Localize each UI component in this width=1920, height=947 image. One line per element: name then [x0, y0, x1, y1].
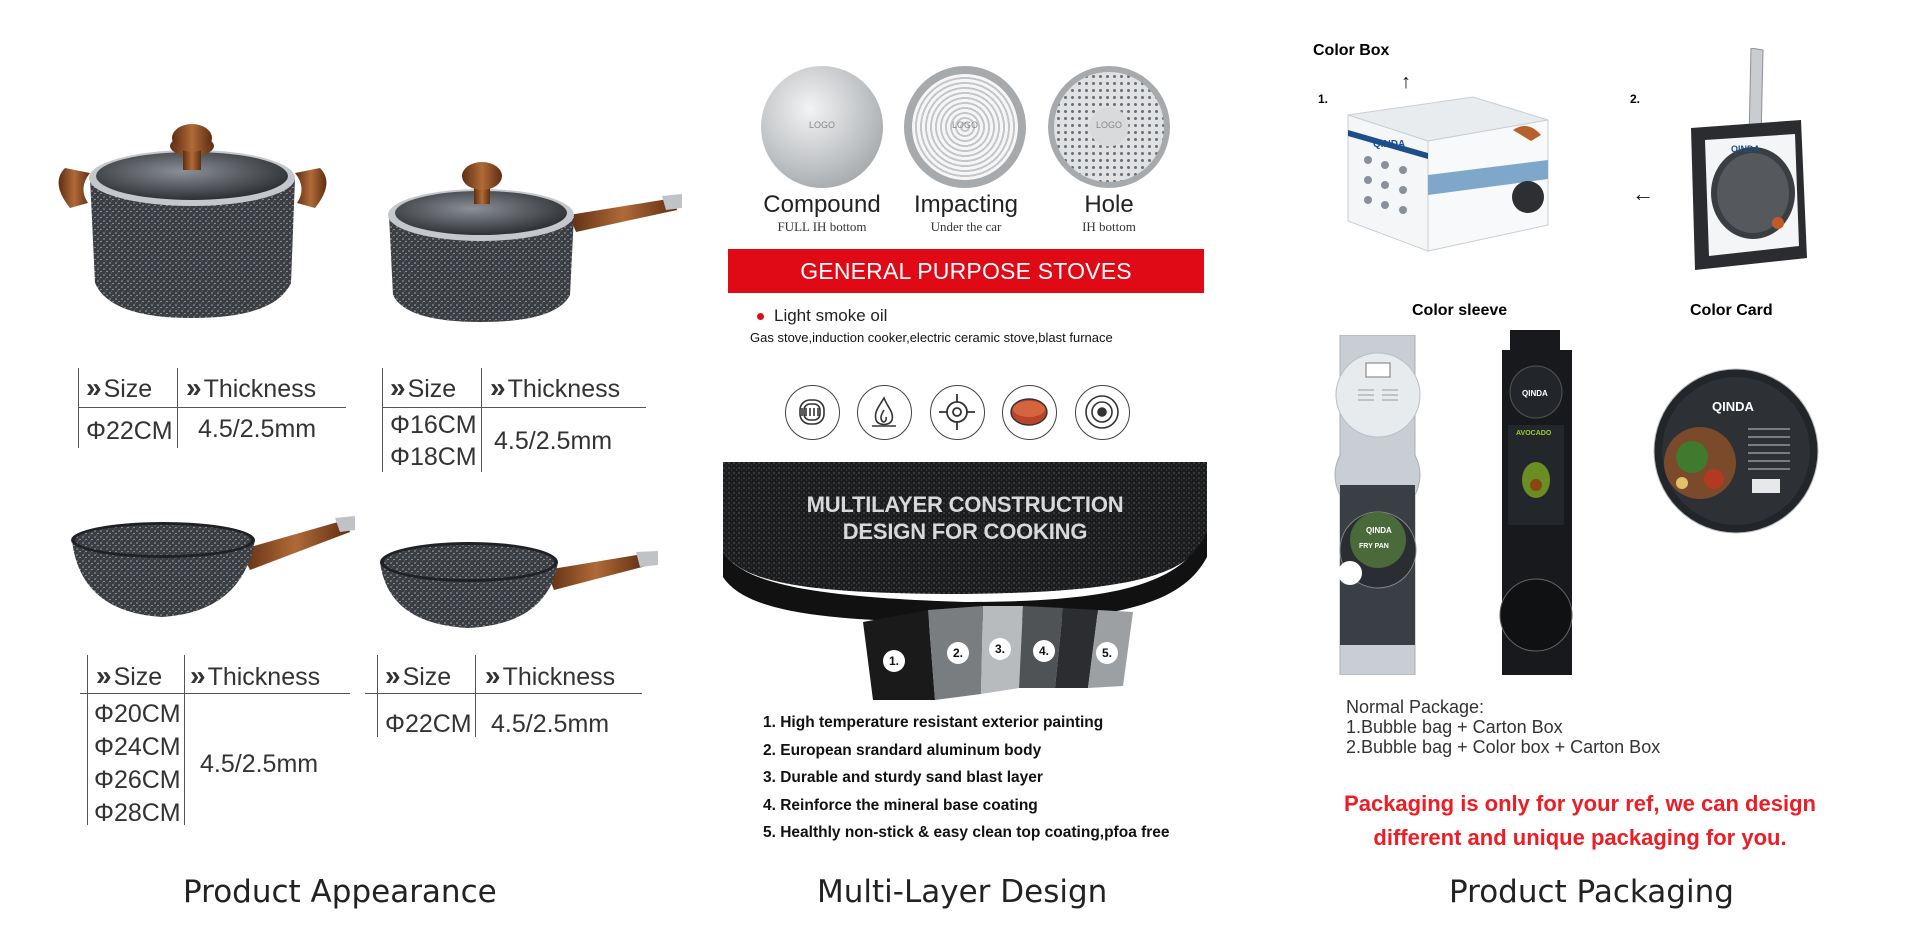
thickness-header: Thickness: [203, 375, 317, 403]
hole-subtitle: IH bottom: [1082, 219, 1136, 234]
hole-title: Hole: [1084, 191, 1134, 218]
svg-text:QINDA: QINDA: [1366, 526, 1392, 535]
compound-bottom-image: LOGO: [761, 66, 883, 188]
size-header: Size: [113, 663, 163, 691]
marker-2: 2.: [1630, 92, 1641, 106]
packaging-note: Packaging is only for your ref, we can d…: [1344, 791, 1816, 850]
coil-stove-icon: [785, 385, 840, 440]
thickness-header: Thickness: [207, 663, 321, 691]
construction-title-line-2: DESIGN FOR COOKING: [842, 519, 1088, 544]
logo-text: LOGO: [809, 120, 836, 130]
thickness-header: Thickness: [507, 375, 621, 403]
logo-text: LOGO: [952, 120, 979, 130]
color-box-label: Color Box: [1313, 42, 1390, 59]
feature-item: 5. Healthly non-stick & easy clean top c…: [763, 824, 1170, 841]
color-card-image: QINDA: [1652, 367, 1820, 540]
compound-title: Compound: [763, 191, 881, 218]
color-box-image: QINDA: [1343, 75, 1553, 260]
oil-note: Light smoke oil: [757, 306, 887, 326]
color-sleeve-avocado-image: QINDA AVOCADO: [1490, 330, 1582, 680]
svg-text:AVOCADO: AVOCADO: [1516, 430, 1552, 437]
thickness-value: 4.5/2.5mm: [200, 750, 319, 778]
size-value: Φ18CM: [390, 443, 477, 471]
construction-title-line-1: MULTILAYER CONSTRUCTION: [806, 492, 1124, 517]
size-header: Size: [407, 375, 457, 403]
product-packaging-caption: Product Packaging: [1449, 874, 1734, 910]
multi-layer-caption: Multi-Layer Design: [817, 874, 1108, 910]
thickness-value: 4.5/2.5mm: [491, 710, 610, 738]
package-option: 1.Bubble bag + Carton Box: [1346, 717, 1563, 737]
impacting-subtitle: Under the car: [930, 219, 1002, 234]
size-header: Size: [103, 375, 153, 403]
stove-types-text: Gas stove,induction cooker,electric cera…: [750, 330, 1113, 345]
size-value: Φ22CM: [86, 417, 173, 445]
hole-bottom-image: LOGO: [1048, 66, 1170, 188]
frying-pan-image: [378, 532, 663, 632]
size-value: Φ16CM: [390, 411, 477, 439]
layer-number: 3.: [989, 638, 1011, 660]
saucepan-image: [384, 160, 684, 330]
arrow-left-icon: ←: [1632, 181, 1654, 206]
size-value: Φ20CM: [94, 700, 181, 728]
thickness-header: Thickness: [502, 663, 616, 691]
gas-flame-icon: [857, 385, 912, 440]
feature-item: 3. Durable and sturdy sand blast layer: [763, 769, 1043, 786]
multilayer-construction-image: MULTILAYER CONSTRUCTION DESIGN FOR COOKI…: [723, 462, 1207, 700]
size-value: Φ28CM: [94, 799, 181, 827]
red-dot-icon: [757, 313, 764, 321]
size-value: Φ24CM: [94, 733, 181, 761]
ceramic-hob-icon: [1002, 385, 1057, 440]
arrow-up-icon: ↑: [1401, 71, 1411, 93]
stockpot-image: [55, 118, 330, 328]
color-sleeve-grey-image: QINDA FRY PAN: [1330, 334, 1425, 680]
induction-icon: [1075, 385, 1130, 440]
thickness-value: 4.5/2.5mm: [494, 427, 613, 455]
layer-number: 1.: [883, 650, 905, 672]
general-purpose-banner: GENERAL PURPOSE STOVES: [728, 249, 1204, 293]
size-value: Φ26CM: [94, 766, 181, 794]
svg-text:QINDA: QINDA: [1731, 144, 1761, 154]
gas-burner-icon: [930, 385, 985, 440]
svg-text:FRY PAN: FRY PAN: [1359, 543, 1389, 550]
feature-item: 4. Reinforce the mineral base coating: [763, 796, 1038, 814]
marker-1: 1.: [1318, 92, 1329, 106]
color-sleeve-label: Color sleeve: [1412, 302, 1508, 319]
color-card-label: Color Card: [1690, 302, 1773, 319]
size-value: Φ22CM: [385, 710, 472, 738]
feature-list: 1. High temperature resistant exterior p…: [763, 714, 1170, 852]
feature-item: 1. High temperature resistant exterior p…: [763, 714, 1104, 731]
feature-item: 2. European srandard aluminum body: [763, 741, 1042, 759]
package-option: 2.Bubble bag + Color box + Carton Box: [1346, 737, 1661, 757]
normal-package-info: Normal Package: 1.Bubble bag + Carton Bo…: [1346, 697, 1660, 757]
product-appearance-caption: Product Appearance: [183, 874, 497, 910]
svg-text:QINDA: QINDA: [1522, 389, 1548, 398]
svg-text:QINDA: QINDA: [1373, 139, 1405, 150]
compound-subtitle: FULL IH bottom: [777, 219, 867, 234]
normal-package-title: Normal Package:: [1346, 697, 1485, 717]
layer-number: 4.: [1033, 640, 1055, 662]
boxed-pan-image: QINDA: [1683, 47, 1813, 278]
svg-text:QINDA: QINDA: [1712, 399, 1755, 414]
impacting-title: Impacting: [913, 191, 1019, 218]
impacting-bottom-image: LOGO: [904, 66, 1026, 188]
layer-number: 5.: [1096, 642, 1118, 664]
layer-number: 2.: [947, 642, 969, 664]
thickness-value: 4.5/2.5mm: [198, 415, 317, 443]
wok-image: [70, 512, 355, 622]
logo-text: LOGO: [1096, 120, 1123, 130]
size-header: Size: [402, 663, 452, 691]
